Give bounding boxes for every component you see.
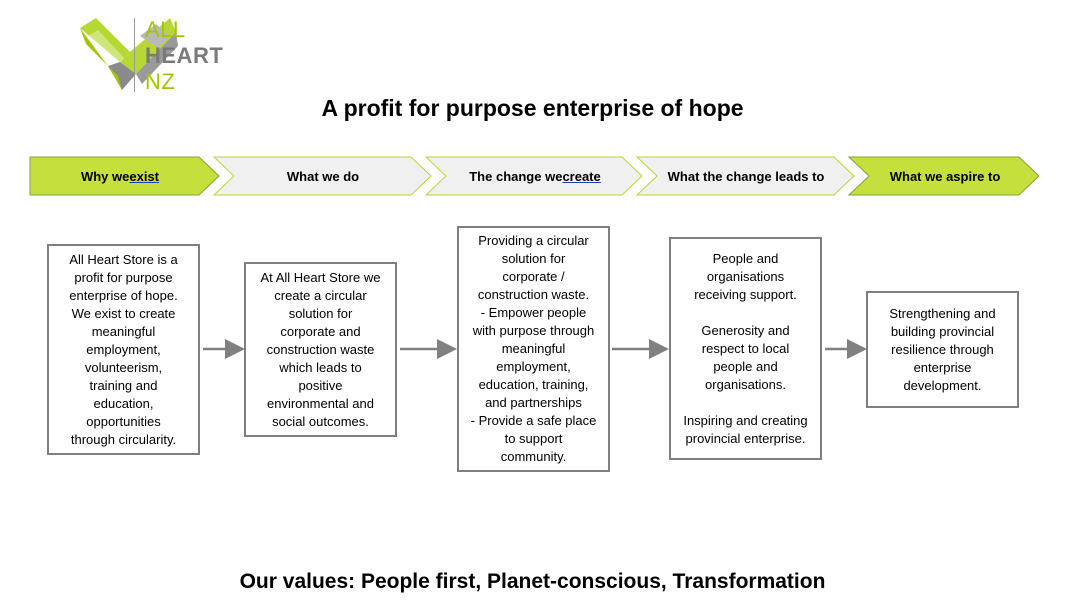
- logo-divider: [134, 18, 135, 92]
- box-why-we-exist: All Heart Store is a profit for purpose …: [47, 244, 200, 455]
- stage-label-leads-text: What the change leads to: [667, 168, 825, 184]
- stage-label-change: The change we create: [442, 157, 628, 195]
- logo-text-heart: HEART: [145, 43, 224, 68]
- box-why-text: All Heart Store is a profit for purpose …: [69, 251, 178, 447]
- stage-label-aspire-text: What we aspire to: [889, 168, 1001, 184]
- chevron-change-leads-to: [635, 156, 855, 196]
- box-what-text: At All Heart Store we create a circular …: [260, 269, 381, 429]
- box-change-we-create: Providing a circular solution for corpor…: [457, 226, 610, 472]
- stage-label-change-underlined: create: [562, 168, 601, 184]
- chevron-change-we-create: [424, 156, 643, 196]
- box-what-we-do: At All Heart Store we create a circular …: [244, 262, 397, 437]
- box-leads-text: People and organisations receiving suppo…: [683, 250, 808, 446]
- box-aspire-to: Strengthening and building provincial re…: [866, 291, 1019, 408]
- stage-label-what: What we do: [230, 157, 416, 195]
- page-title: A profit for purpose enterprise of hope: [321, 95, 744, 121]
- stage-label-why: Why we exist: [30, 157, 210, 195]
- logo-text-nz: NZ: [145, 69, 176, 94]
- box-change-leads-to: People and organisations receiving suppo…: [669, 237, 822, 460]
- stage-label-what-text: What we do: [286, 168, 360, 184]
- chevron-why-we-exist: [29, 156, 220, 196]
- values-statement: Our values: People first, Planet-conscio…: [239, 570, 826, 593]
- box-aspire-text: Strengthening and building provincial re…: [889, 305, 996, 393]
- logo-text-all: ALL: [145, 17, 186, 42]
- stage-label-change-text: The change we: [469, 168, 563, 184]
- stage-label-why-text: Why we: [80, 168, 130, 184]
- chevron-what-we-do: [212, 156, 432, 196]
- stage-label-why-underlined: exist: [129, 168, 160, 184]
- stage-chevrons: [29, 156, 1040, 196]
- all-heart-logo-icon: [80, 18, 178, 90]
- chevron-aspire-to: [847, 156, 1040, 196]
- box-change-text: Providing a circular solution for corpor…: [470, 233, 597, 464]
- stage-label-aspire: What we aspire to: [865, 157, 1025, 195]
- stage-label-leads: What the change leads to: [653, 157, 839, 195]
